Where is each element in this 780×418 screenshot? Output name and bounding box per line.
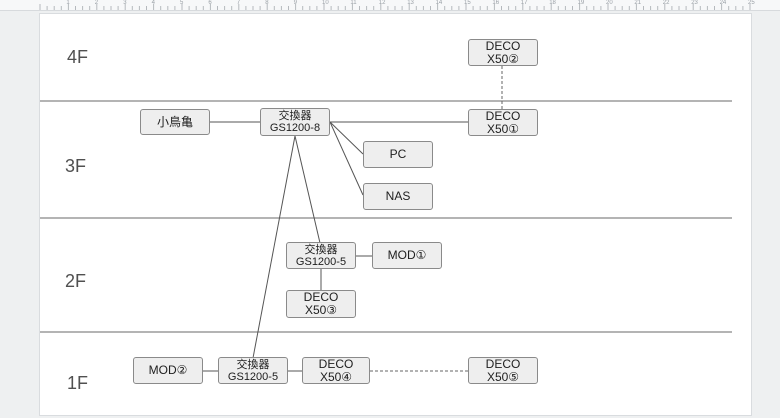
node-line1: DECO xyxy=(318,356,354,371)
mod-2-node[interactable]: MOD② xyxy=(133,357,203,384)
node-line2: GS1200-5 xyxy=(295,255,347,268)
deco-x50-4-node[interactable]: DECO X50④ xyxy=(302,357,370,384)
ruler-number: 23 xyxy=(691,0,698,6)
node-line2: X50① xyxy=(486,121,520,136)
node-line1: NAS xyxy=(385,189,411,203)
floor-label-2f: 2F xyxy=(65,271,87,291)
ruler-number: 16 xyxy=(492,0,500,6)
ruler-number: 8 xyxy=(265,0,269,6)
ruler-number: 17 xyxy=(520,0,528,6)
ruler-number: 11 xyxy=(350,0,357,6)
node-line1: DECO xyxy=(303,290,339,304)
switch-gs1200-8-node[interactable]: 交換器 GS1200-8 xyxy=(260,108,330,136)
deco-x50-1-node[interactable]: DECO X50① xyxy=(468,109,538,136)
nas-node[interactable]: NAS xyxy=(363,183,433,210)
node-line1: 交換器 xyxy=(236,358,270,371)
node-line2: X50④ xyxy=(319,369,353,384)
ruler-number: 18 xyxy=(549,0,556,6)
floor-label-3f: 3F xyxy=(65,156,87,176)
ruler-number: 15 xyxy=(464,0,471,6)
node-line1: DECO xyxy=(485,108,521,123)
ruler-number: 13 xyxy=(407,0,414,6)
node-line1: DECO xyxy=(485,356,521,371)
ruler-number: 19 xyxy=(577,0,585,6)
node-line1: PC xyxy=(389,147,407,161)
deco-x50-5-node[interactable]: DECO X50⑤ xyxy=(468,357,538,384)
ruler-number: 25 xyxy=(748,0,755,6)
ruler-number: 4 xyxy=(151,0,155,6)
ruler-number: 7 xyxy=(236,0,241,6)
node-line2: X50③ xyxy=(304,303,338,317)
node-line1: DECO xyxy=(485,38,521,53)
switch-gs1200-5-2f-node[interactable]: 交換器 GS1200-5 xyxy=(286,242,356,269)
node-line2: X50⑤ xyxy=(486,369,520,384)
node-line1: 交換器 xyxy=(304,243,338,256)
kotoritei-node[interactable]: 小鳥亀 xyxy=(140,109,210,135)
link-switch3f-switch1f xyxy=(252,135,296,359)
ruler-number: 10 xyxy=(322,0,329,6)
node-line1: MOD② xyxy=(148,363,188,377)
node-line2: GS1200-8 xyxy=(269,122,321,134)
ruler-number: 1 xyxy=(66,0,70,6)
node-line1: 交換器 xyxy=(278,110,312,122)
ruler-number: 20 xyxy=(606,0,613,6)
node-line1: 小鳥亀 xyxy=(156,114,193,129)
node-line2: X50② xyxy=(486,51,520,66)
switch-gs1200-5-1f-node[interactable]: 交換器 GS1200-5 xyxy=(218,357,288,384)
mod-1-node[interactable]: MOD① xyxy=(372,242,442,269)
ruler-number: 14 xyxy=(435,0,443,6)
deco-x50-2-node[interactable]: DECO X50② xyxy=(468,39,538,66)
link-switch3f-pc xyxy=(329,121,364,155)
ruler-number: 24 xyxy=(719,0,727,6)
ruler-number: 5 xyxy=(180,0,184,6)
diagram-canvas xyxy=(40,66,732,372)
ruler-number: 12 xyxy=(378,0,386,6)
ruler-ticks xyxy=(39,4,751,10)
ruler-number: 22 xyxy=(662,0,670,6)
ruler-number: 9 xyxy=(293,0,297,6)
ruler-number: 6 xyxy=(208,0,212,6)
ruler-number: 2 xyxy=(94,0,99,6)
link-switch3f-switch2f xyxy=(294,135,321,244)
ruler-number: 3 xyxy=(123,0,127,6)
ruler-number: 21 xyxy=(634,0,642,6)
deco-x50-3-node[interactable]: DECO X50③ xyxy=(286,290,356,318)
diagram-page: 4F 3F 2F 1F DECO X50② 小鳥亀 交換器 GS1200-8 D… xyxy=(39,13,752,416)
node-line1: MOD① xyxy=(387,248,427,262)
link-switch3f-nas xyxy=(329,121,364,196)
node-line2: GS1200-5 xyxy=(227,370,279,383)
pc-node[interactable]: PC xyxy=(363,141,433,168)
floor-label-1f: 1F xyxy=(67,373,89,393)
floor-label-4f: 4F xyxy=(67,47,89,67)
